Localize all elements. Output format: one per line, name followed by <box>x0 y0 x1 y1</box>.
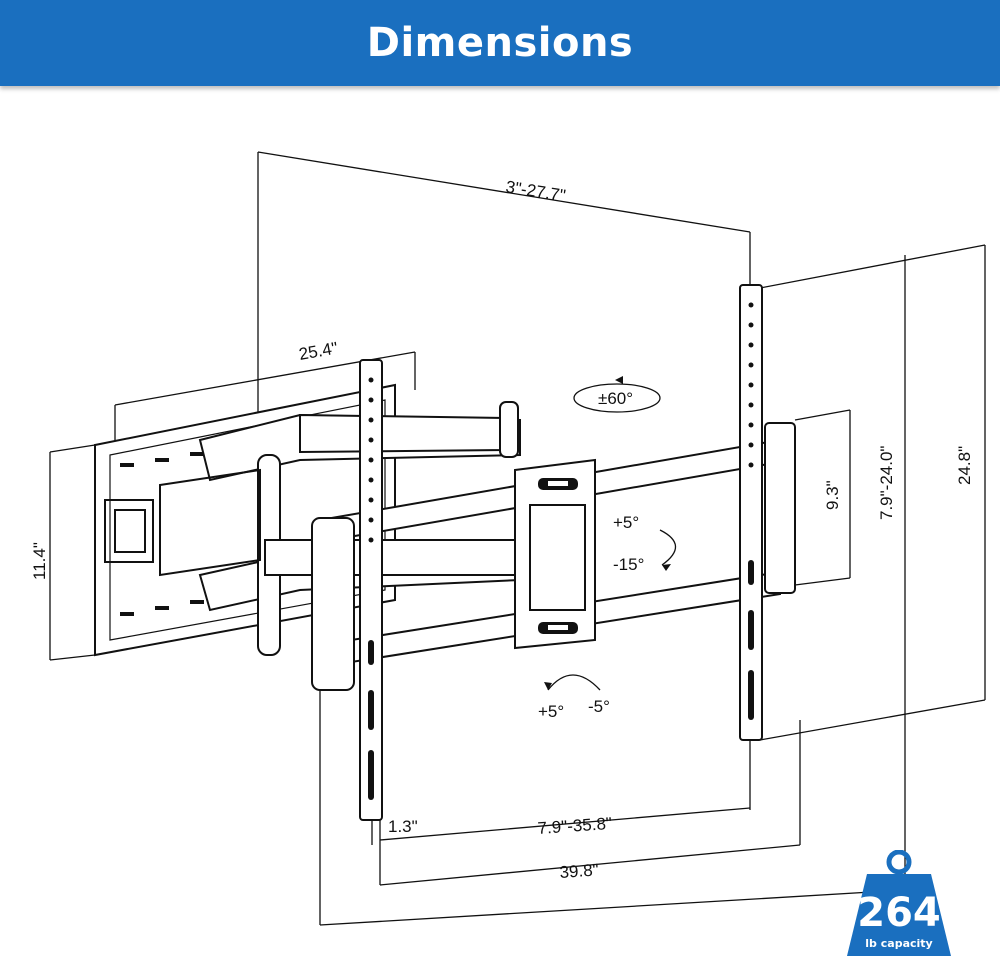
page-title: Dimensions <box>366 20 634 66</box>
offset-label: 1.3" <box>388 817 418 836</box>
capacity-value: 264 <box>857 890 941 936</box>
vertical-range-label: 7.9"-24.0" <box>877 446 896 520</box>
overall-height-label: 24.8" <box>955 446 974 485</box>
swivel-label: ±60° <box>598 389 633 408</box>
horizontal-range-label: 7.9"-35.8" <box>537 814 613 838</box>
overall-width-label: 39.8" <box>559 860 599 882</box>
weight-capacity-badge: 264 lb capacity <box>845 849 953 958</box>
tilt-down-label: -15° <box>613 555 644 574</box>
mount-diagram: 3"-27.7" 25.4" 11.4" ±60° +5° -15° +5° -… <box>30 151 986 926</box>
level-left-label: +5° <box>538 702 564 721</box>
weight-icon <box>847 849 951 956</box>
wall-plate-width-label: 25.4" <box>297 338 339 364</box>
level-right-label: -5° <box>588 697 610 716</box>
tilt-up-label: +5° <box>613 513 639 532</box>
wall-plate-height-label: 11.4" <box>30 542 49 580</box>
header-banner: Dimensions <box>0 0 1000 86</box>
capacity-label: lb capacity <box>865 937 933 950</box>
bracket-height-label: 9.3" <box>823 480 842 510</box>
arm-extension-label: 3"-27.7" <box>504 177 567 205</box>
